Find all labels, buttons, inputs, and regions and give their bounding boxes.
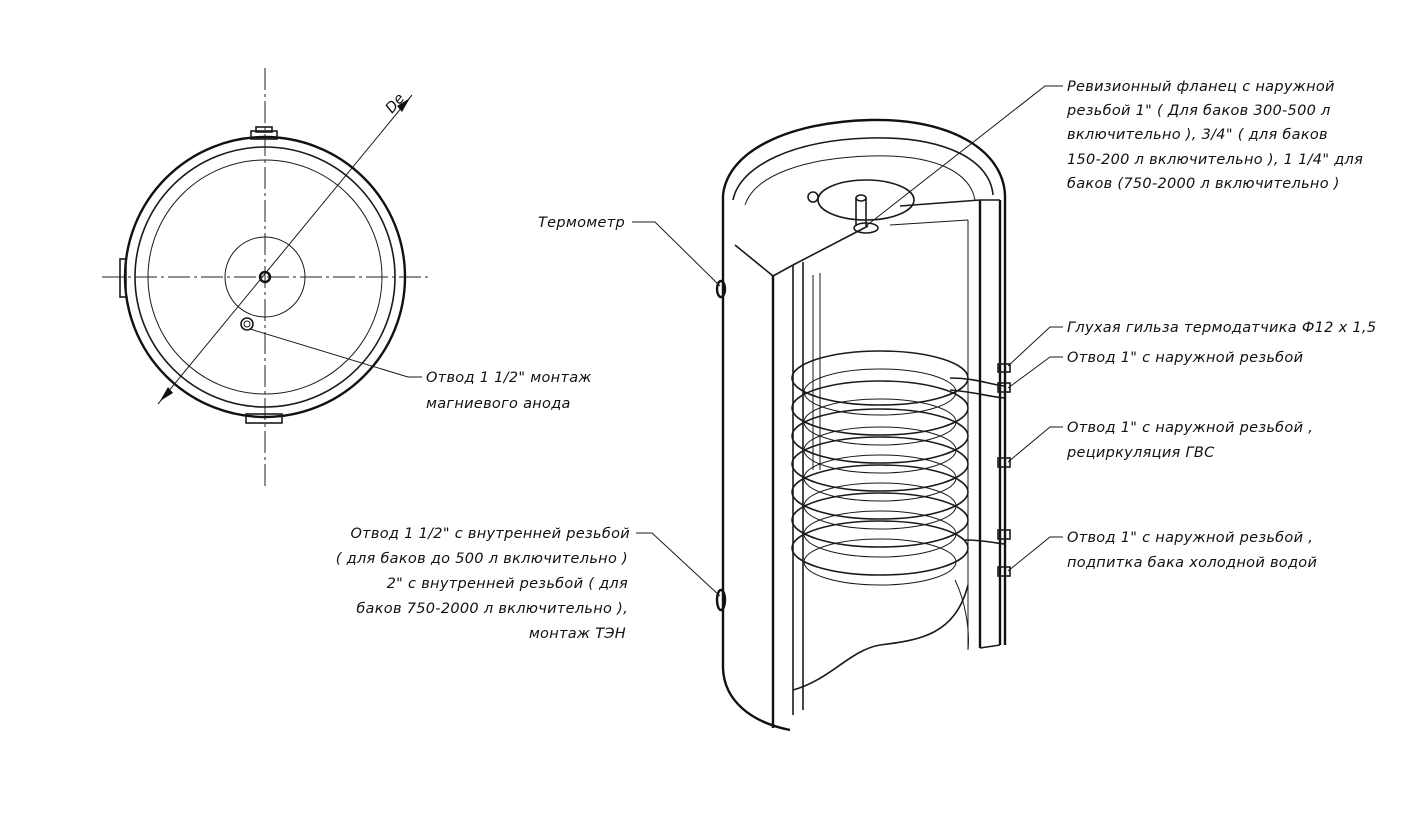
right-cut-bottom <box>979 644 1001 649</box>
flange-label-line1: Ревизионный фланец с наружной <box>1067 79 1335 95</box>
heater-label-line1: Отвод 1 1/2" с внутренней резьбой <box>350 526 630 542</box>
coil-upper-outlet <box>949 389 1005 399</box>
coil-turn-5-inner <box>803 482 957 530</box>
insulation-circle <box>134 146 396 408</box>
flange-label-line3: включительно ), 3/4" ( для баков <box>1067 127 1328 143</box>
tank-circle <box>147 159 383 395</box>
thermometer-port <box>715 279 727 299</box>
heat-exchanger-coil <box>791 350 969 586</box>
coil-lower-outlet <box>964 539 1005 545</box>
coil-turn-7-inner <box>803 538 957 586</box>
diameter-dimension-line <box>157 94 413 405</box>
cold-label-line1: Отвод 1" с наружной резьбой , <box>1067 530 1313 546</box>
bottom-dome-inner <box>954 579 969 651</box>
sensor-sleeve-port <box>997 363 1011 373</box>
flange-circle <box>224 236 306 318</box>
coil-turn-6-outer <box>791 492 969 548</box>
outlet-port-1 <box>997 382 1011 393</box>
flange-label-line5: баков (750-2000 л включительно ) <box>1067 176 1340 192</box>
insulation-top-outer <box>732 137 994 201</box>
cold-label-line2: подпитка бака холодной водой <box>1067 555 1317 571</box>
outlet1-leader <box>1007 356 1063 389</box>
cold-leader <box>1007 536 1063 572</box>
anode-plug <box>807 191 819 203</box>
right-ports <box>997 363 1011 577</box>
flange-label-line2: резьбой 1" ( Для баков 300-500 л <box>1066 103 1331 119</box>
outlet1-label: Отвод 1" с наружной резьбой <box>1067 350 1303 366</box>
heater-label-line5: монтаж ТЭН <box>529 626 626 642</box>
anode-leader <box>249 328 422 378</box>
anode-port <box>240 317 254 331</box>
dhw-label-line1: Отвод 1" с наружной резьбой , <box>1067 420 1313 436</box>
coil-turn-3-inner <box>803 426 957 474</box>
top-section-line-inner <box>889 219 969 226</box>
coil-turn-5-outer <box>791 464 969 520</box>
top-nozzle-cap <box>255 126 273 133</box>
cut-slope-left <box>734 244 774 277</box>
anode-callout-line2: магниевого анода <box>426 396 571 412</box>
left-nozzle <box>119 258 127 298</box>
heater-label-line4: баков 750-2000 л включительно ), <box>356 601 628 617</box>
outlet-port-dhw <box>997 457 1011 468</box>
bottom-dome <box>792 584 969 691</box>
coil-turn-2-inner <box>803 398 957 446</box>
outlet-port-cold <box>997 566 1011 577</box>
diameter-label: De <box>383 90 409 116</box>
coil-turn-7-outer <box>791 520 969 576</box>
top-nozzle <box>250 130 278 140</box>
shell-bottom-curve <box>721 667 791 732</box>
sensor-sleeve-label: Глухая гильза термодатчика Ф12 x 1,5 <box>1067 320 1376 336</box>
thermometer-label: Термометр <box>538 215 625 231</box>
heater-port <box>715 588 727 612</box>
anode-port-inner <box>243 320 251 328</box>
labels: Термометр Отвод 1 1/2" с внутренней резь… <box>336 79 1376 642</box>
coil-turn-3-outer <box>791 408 969 464</box>
tank-cutaway <box>715 118 1011 732</box>
coil-upper-outlet-top <box>949 377 1005 387</box>
top-view: De Отвод 1 1/2" монтаж магниевого анода <box>102 68 592 490</box>
flange-center <box>258 270 272 284</box>
dhw-leader <box>1007 426 1063 463</box>
coil-turn-1-outer <box>791 350 969 406</box>
dim-arrow-bottom <box>160 387 173 401</box>
heater-leader <box>636 532 721 597</box>
insulation-top-inner <box>744 155 976 206</box>
flange-plate <box>853 222 879 234</box>
thermometer-leader <box>632 221 721 287</box>
coil-turn-6-inner <box>803 510 957 558</box>
heater-label-line3: 2" с внутренней резьбой ( для <box>387 576 628 592</box>
dhw-label-line2: рециркуляция ГВС <box>1066 445 1215 461</box>
outer-shell-circle <box>123 135 407 419</box>
cut-face-top <box>772 264 794 277</box>
heater-label-line2: ( для баков до 500 л включительно ) <box>336 551 628 567</box>
flange-leader <box>865 85 1063 227</box>
coil-turn-4-inner <box>803 454 957 502</box>
sensor-leader <box>1007 326 1063 367</box>
outlet-port-cold-top <box>997 529 1011 540</box>
coil-turn-2-outer <box>791 380 969 436</box>
leader-lines <box>632 85 1063 597</box>
anode-callout-line1: Отвод 1 1/2" монтаж <box>426 370 592 386</box>
cut-slope-right <box>792 225 869 266</box>
shell-top-outline <box>721 118 1007 645</box>
flange-label-line4: 150-200 л включительно ), 1 1/4" для <box>1067 152 1363 168</box>
bottom-nozzle <box>245 413 283 424</box>
coil-turn-1-inner <box>803 368 957 416</box>
coil-turn-4-outer <box>791 436 969 492</box>
flange-pipe-top <box>855 194 867 202</box>
dim-arrow-top <box>397 98 410 112</box>
